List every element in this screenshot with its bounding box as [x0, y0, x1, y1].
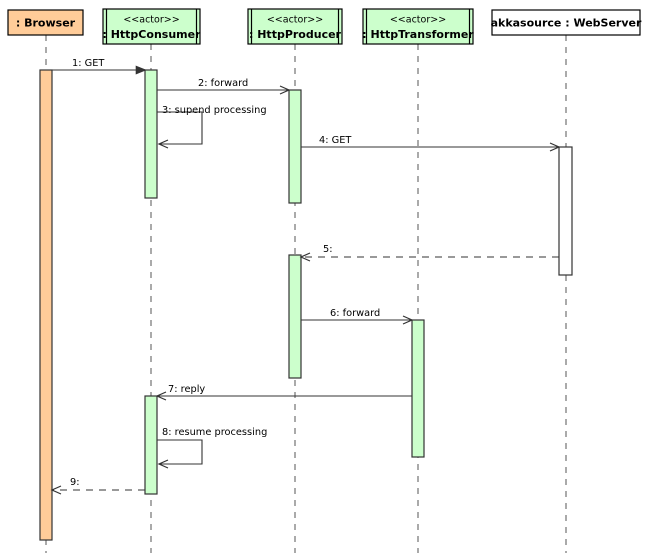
participant-httpconsumer[interactable]: <<actor>> : HttpConsumer — [102, 8, 201, 45]
message-label-1: 1: GET — [72, 58, 105, 69]
activation-bars-layer — [39, 69, 573, 541]
participant-box-webserver[interactable] — [491, 9, 641, 36]
message-5[interactable]: 5: — [299, 244, 559, 262]
message-3[interactable]: 3: supend processing — [157, 105, 267, 149]
message-6[interactable]: 6: forward — [301, 308, 414, 325]
message-2[interactable]: 2: forward — [157, 78, 291, 95]
activation-bar-act-consumer-1[interactable] — [144, 69, 158, 199]
message-label-4: 4: GET — [319, 135, 352, 146]
participant-name-browser: : Browser — [16, 17, 76, 30]
message-self-loop-8[interactable] — [157, 439, 203, 469]
message-label-5: 5: — [323, 244, 333, 255]
message-label-3: 3: supend processing — [162, 105, 267, 116]
activation-bar-act-browser[interactable] — [39, 69, 53, 541]
activation-bar-act-producer-2[interactable] — [288, 254, 302, 379]
message-label-9: 9: — [70, 477, 80, 488]
message-label-6: 6: forward — [330, 308, 380, 319]
participant-name-httpproducer: : HttpProducer — [249, 28, 342, 41]
message-self-loop-3[interactable] — [157, 111, 203, 149]
participant-name-httptransformer: : HttpTransformer — [362, 28, 474, 41]
participant-boxes-layer: : Browser<<actor>>: HttpConsumer<<actor>… — [7, 8, 642, 45]
message-9[interactable]: 9: — [50, 477, 145, 495]
participant-browser[interactable]: : Browser — [7, 9, 84, 36]
message-7[interactable]: 7: reply — [155, 384, 412, 401]
message-8[interactable]: 8: resume processing — [157, 427, 267, 469]
participant-name-httpconsumer: : HttpConsumer — [102, 28, 201, 41]
message-label-2: 2: forward — [198, 78, 248, 89]
activation-bar-act-consumer-2[interactable] — [144, 395, 158, 495]
participant-stereotype-httptransformer: <<actor>> — [390, 15, 446, 26]
participant-box-httpconsumer[interactable] — [102, 8, 201, 45]
participant-box-browser[interactable] — [7, 9, 84, 36]
participant-httpproducer[interactable]: <<actor>> : HttpProducer — [247, 8, 343, 45]
message-4[interactable]: 4: GET — [301, 135, 561, 152]
messages-layer: 1: GET 2: forward 3: supend processing 4: G… — [50, 58, 561, 495]
activation-bar-act-producer-1[interactable] — [288, 89, 302, 204]
participant-box-httptransformer[interactable] — [362, 8, 474, 45]
participant-box-httpproducer[interactable] — [247, 8, 343, 45]
message-label-7: 7: reply — [168, 384, 205, 395]
lifelines-layer — [45, 35, 567, 553]
participant-webserver[interactable]: akkasource : WebServer — [491, 9, 642, 36]
participant-httptransformer[interactable]: <<actor>> : HttpTransformer — [362, 8, 474, 45]
participant-stereotype-httpconsumer: <<actor>> — [123, 15, 179, 26]
message-1[interactable]: 1: GET — [52, 58, 147, 75]
message-label-8: 8: resume processing — [162, 427, 267, 438]
participant-name-webserver: akkasource : WebServer — [491, 17, 642, 30]
activation-bar-act-webserver-1[interactable] — [558, 146, 573, 276]
activation-bar-act-transformer-1[interactable] — [411, 319, 425, 458]
participant-stereotype-httpproducer: <<actor>> — [267, 15, 323, 26]
